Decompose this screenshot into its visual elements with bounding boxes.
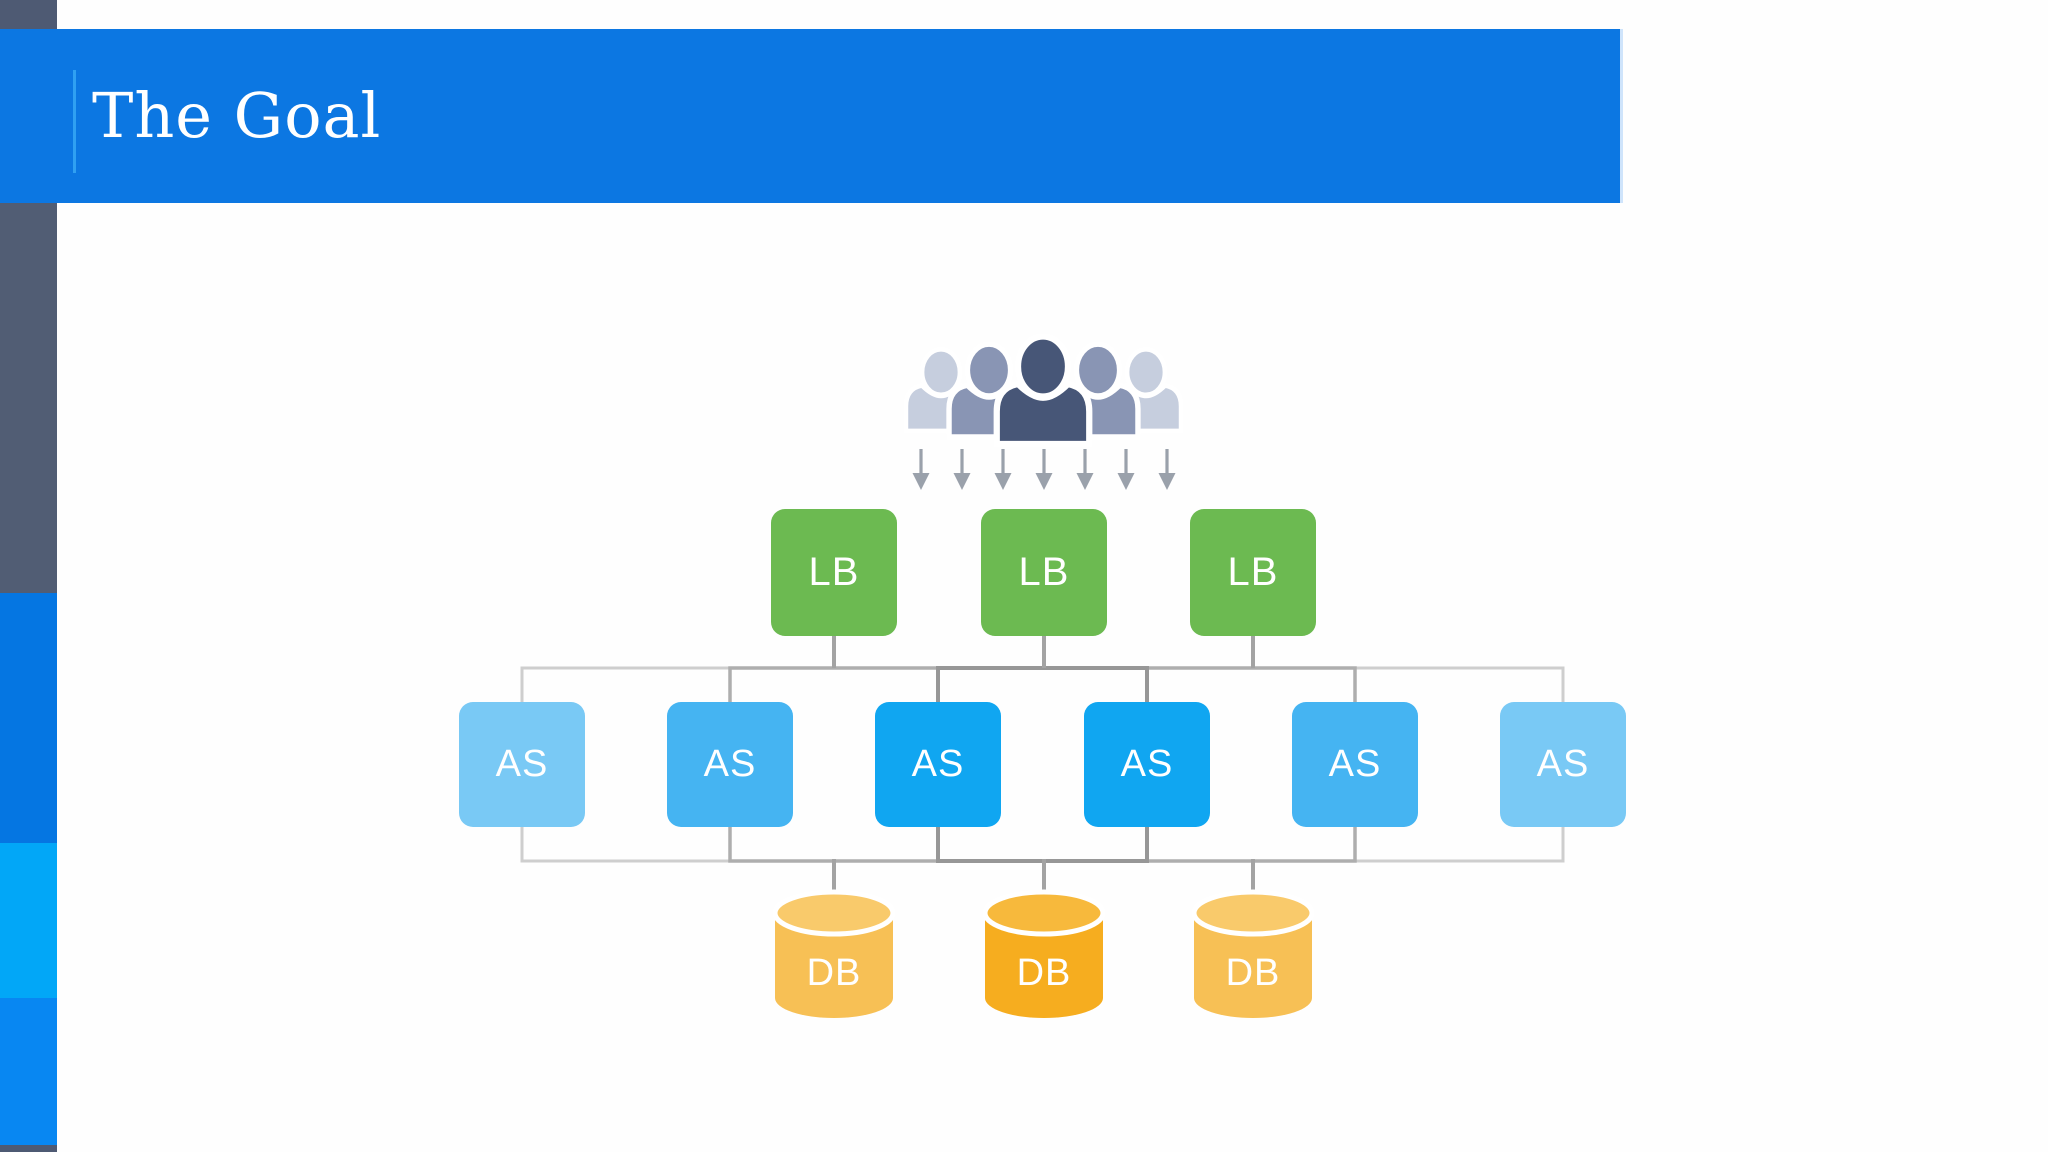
down-arrow-icon [1076, 449, 1094, 490]
database-cylinder-icon [772, 889, 896, 1018]
db-node-3-label: DB [1225, 952, 1281, 994]
lb-node-3: LB [1190, 509, 1316, 636]
database-cylinder-icon [982, 889, 1106, 1018]
sidebar-strip-cyan [0, 843, 57, 998]
traffic-arrows [912, 449, 1176, 490]
sidebar-strip-blue [0, 593, 57, 843]
lb-node-1: LB [771, 509, 897, 636]
slide-title: The Goal [92, 79, 382, 152]
person-center-icon [997, 337, 1090, 445]
down-arrow-icon [1158, 449, 1176, 490]
as-node-6: AS [1500, 702, 1626, 827]
database-cylinders [772, 889, 1315, 1018]
users-group-icon [906, 337, 1181, 445]
database-cylinder-icon [1191, 889, 1315, 1018]
down-arrow-icon [1035, 449, 1053, 490]
sidebar-strip-blue2 [0, 998, 57, 1145]
lb-node-2: LB [981, 509, 1107, 636]
sidebar-strip-top [0, 0, 57, 29]
title-banner: The Goal [0, 29, 1623, 203]
as-node-5: AS [1292, 702, 1418, 827]
db-drop-lines [832, 859, 1255, 895]
as-node-2: AS [667, 702, 793, 827]
sidebar-strip-dark [0, 203, 57, 593]
db-node-2-label: DB [1016, 952, 1072, 994]
sidebar-strip-bottom [0, 1145, 57, 1152]
as-node-4: AS [1084, 702, 1210, 827]
down-arrow-icon [953, 449, 971, 490]
down-arrow-icon [912, 449, 930, 490]
down-arrow-icon [994, 449, 1012, 490]
down-arrow-icon [1117, 449, 1135, 490]
lb-drop-lines [832, 634, 1255, 668]
as-node-3: AS [875, 702, 1001, 827]
connector-frame-middle [728, 666, 1357, 863]
title-accent-line [73, 70, 76, 173]
as-node-1: AS [459, 702, 585, 827]
db-node-1-label: DB [806, 952, 862, 994]
